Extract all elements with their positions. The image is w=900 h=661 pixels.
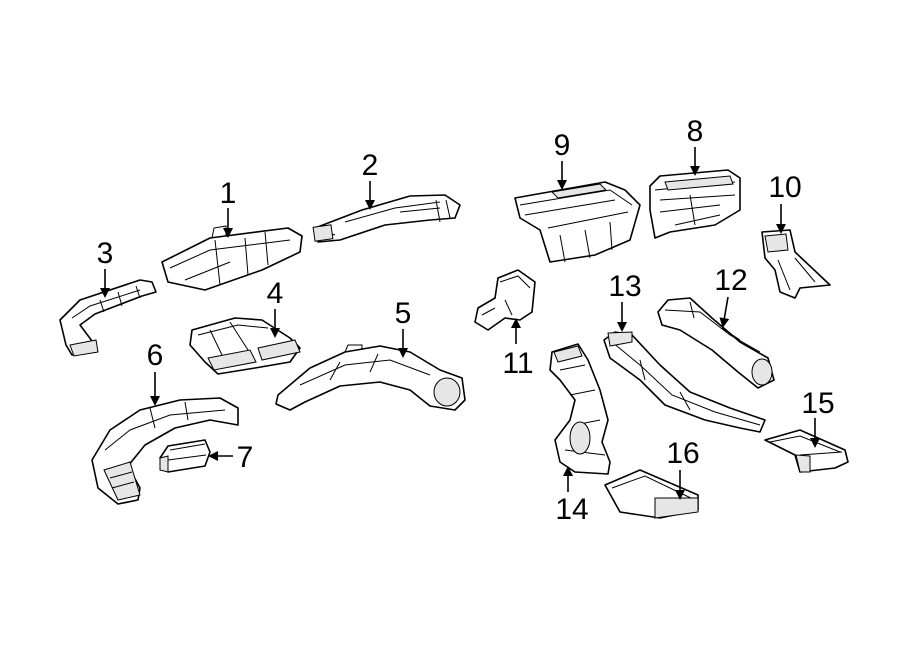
duct-upper-icon[interactable]	[312, 194, 461, 243]
callout-11: 11	[502, 318, 534, 380]
callout-label: 2	[362, 149, 379, 182]
callout-9: 9	[554, 129, 571, 190]
callout-label: 11	[502, 347, 533, 380]
callout-label: 3	[97, 237, 114, 270]
callout-label: 9	[554, 129, 571, 162]
floor-duct-icon[interactable]	[764, 429, 849, 473]
callout-1: 1	[220, 177, 237, 238]
long-duct-icon[interactable]	[603, 331, 766, 433]
callout-2: 2	[362, 149, 379, 210]
callout-10: 10	[768, 171, 802, 234]
housing-icon[interactable]	[649, 169, 741, 239]
callout-14: 14	[555, 466, 589, 526]
callout-label: 16	[666, 437, 699, 470]
callout-label: 1	[220, 177, 237, 210]
nozzle-icon[interactable]	[159, 439, 211, 473]
callout-label: 8	[687, 115, 704, 148]
bracket-duct-icon[interactable]	[761, 229, 831, 299]
callout-label: 14	[555, 493, 588, 526]
callout-3: 3	[97, 237, 114, 298]
callout-7: 7	[208, 441, 254, 474]
callout-label: 6	[147, 339, 164, 372]
box-duct-icon[interactable]	[514, 181, 641, 263]
callout-4: 4	[267, 277, 284, 338]
callout-label: 15	[801, 387, 834, 420]
callout-label: 5	[395, 297, 412, 330]
callout-label: 12	[714, 264, 747, 297]
callout-13: 13	[608, 270, 642, 332]
floor-duct-icon[interactable]	[604, 469, 699, 519]
callout-label: 10	[768, 171, 801, 204]
duct-curved-icon[interactable]	[275, 344, 466, 411]
rear-duct-icon[interactable]	[657, 297, 775, 389]
duct-arch-icon[interactable]	[91, 397, 239, 505]
callout-16: 16	[666, 437, 700, 500]
callout-label: 13	[608, 270, 641, 303]
callout-12: 12	[714, 264, 748, 328]
callout-label: 4	[267, 277, 284, 310]
duct-side-icon[interactable]	[59, 279, 157, 357]
callout-6: 6	[147, 339, 164, 406]
callout-15: 15	[801, 387, 835, 448]
vertical-duct-icon[interactable]	[549, 343, 611, 475]
callout-label: 7	[237, 441, 254, 474]
elbow-icon[interactable]	[474, 269, 536, 331]
vent-pair-icon[interactable]	[189, 317, 301, 375]
callout-8: 8	[687, 115, 704, 176]
callout-5: 5	[395, 297, 412, 358]
